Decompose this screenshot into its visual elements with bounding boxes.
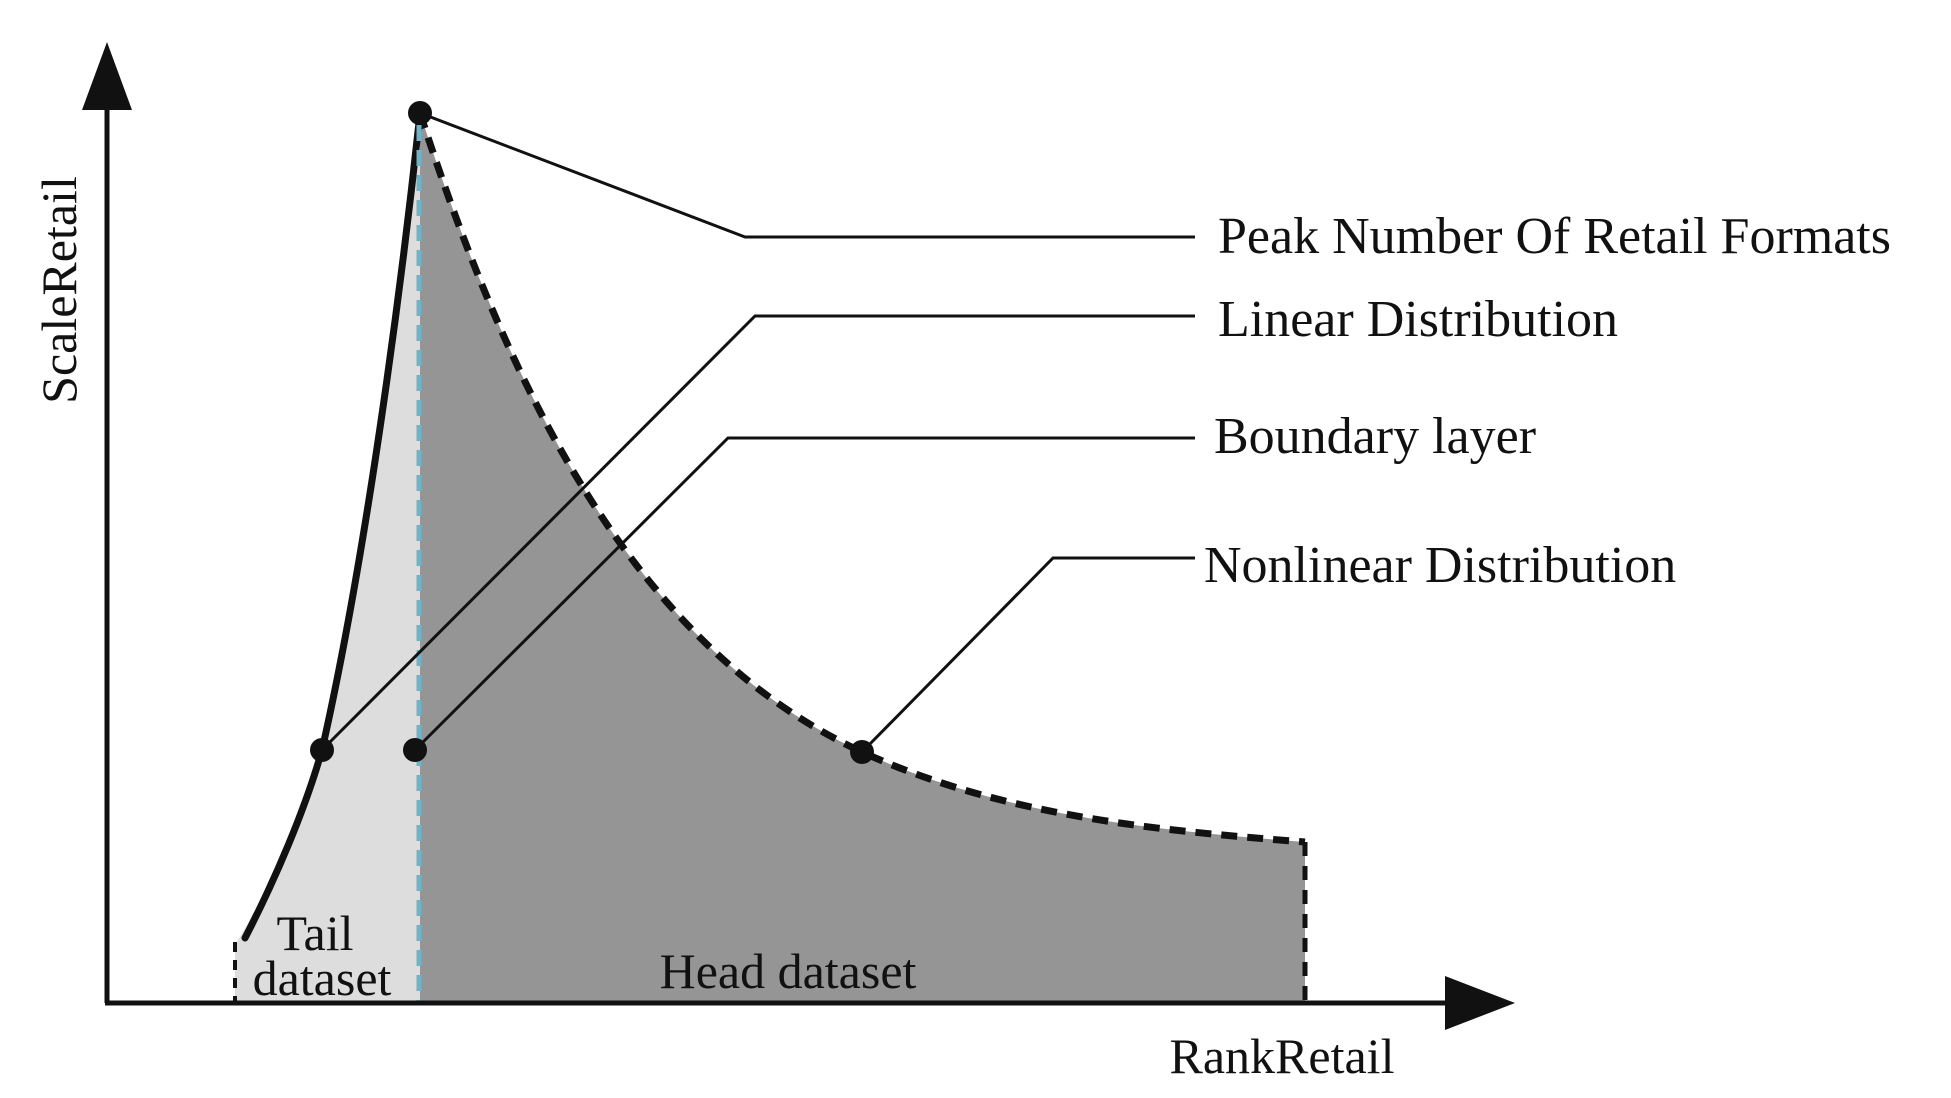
tail-dataset-region [235,113,420,1003]
peak-label: Peak Number Of Retail Formats [1218,208,1891,265]
x-axis-label: RankRetail [1170,1028,1395,1084]
boundary-label: Boundary layer [1214,408,1536,465]
head-dataset-region [420,113,1305,1003]
head-label: Head dataset [660,943,917,999]
linear-distribution-curve [241,109,424,942]
boundary-leader [413,436,1195,752]
tail-label-line2: dataset [253,950,392,1006]
nonlinear-distribution-curve [416,111,1306,846]
peak-dot [408,101,432,125]
boundary-dot [403,738,427,762]
nonlinear-label: Nonlinear Distribution [1204,537,1676,594]
x-axis-arrow [1445,976,1515,1030]
y-axis-arrow [82,42,132,110]
tail-label-line1: Tail [276,905,353,961]
peak-leader [419,111,1195,239]
nonlinear-leader [860,556,1195,754]
nonlinear-dot [850,740,874,764]
linear-dot [310,738,334,762]
linear-leader [320,314,1195,752]
linear-label: Linear Distribution [1218,291,1618,348]
y-axis-label: ScaleRetail [31,176,87,404]
